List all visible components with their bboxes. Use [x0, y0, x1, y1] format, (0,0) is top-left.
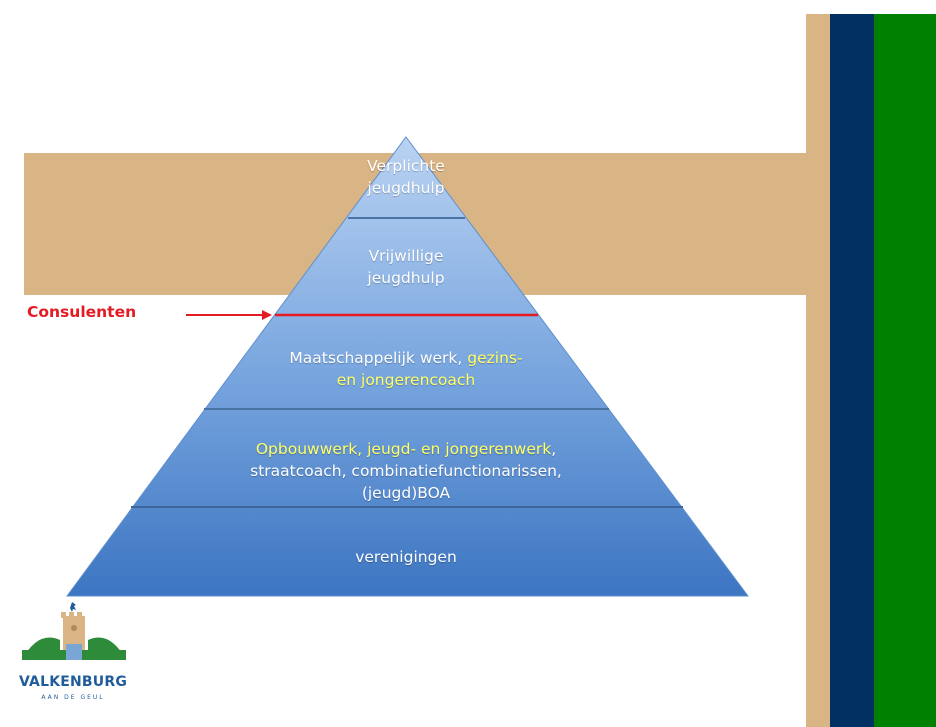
- tier3-line1-yellow: gezins-: [467, 349, 523, 367]
- tier2-line2: jeugdhulp: [367, 269, 445, 287]
- tier-opbouwwerk: Opbouwwerk, jeugd- en jongerenwerk, stra…: [181, 438, 631, 504]
- tier3-line1-white: Maatschappelijk werk,: [289, 349, 468, 367]
- tier-maatschappelijk-werk: Maatschappelijk werk, gezins- en jongere…: [226, 347, 586, 391]
- tier3-line1: Maatschappelijk werk, gezins-: [226, 347, 586, 369]
- tier2-line1: Vrijwillige: [368, 247, 444, 265]
- tier4-line2: straatcoach, combinatiefunctionarissen,: [250, 462, 562, 480]
- tier-verenigingen: verenigingen: [281, 546, 531, 568]
- tier4-line1-yellow: Opbouwwerk, jeugd- en jongerenwerk: [255, 440, 552, 458]
- valkenburg-logo-icon: [22, 602, 126, 660]
- logo-name: VALKENBURG: [18, 674, 128, 690]
- tier3-line2: en jongerencoach: [336, 371, 476, 389]
- tier4-line1: Opbouwwerk, jeugd- en jongerenwerk,: [181, 438, 631, 460]
- tier1-line1: Verplichte: [367, 157, 445, 175]
- tier4-line1-white: ,: [551, 440, 557, 458]
- logo-subtitle: AAN DE GEUL: [41, 694, 105, 701]
- tier4-line3: (jeugd)BOA: [361, 484, 451, 502]
- consulenten-arrowhead: [262, 310, 272, 320]
- consulenten-label: Consulenten: [27, 303, 137, 321]
- tan-vertical-band: [806, 14, 830, 727]
- tier5-line1: verenigingen: [355, 548, 457, 566]
- tier-vrijwillige-jeugdhulp: Vrijwillige jeugdhulp: [306, 245, 506, 289]
- navy-vertical-band: [830, 14, 874, 727]
- tier-verplichte-jeugdhulp: Verplichte jeugdhulp: [331, 155, 481, 199]
- tier1-line2: jeugdhulp: [367, 179, 445, 197]
- pyramid-shape: [66, 136, 749, 597]
- green-vertical-band: [874, 14, 936, 727]
